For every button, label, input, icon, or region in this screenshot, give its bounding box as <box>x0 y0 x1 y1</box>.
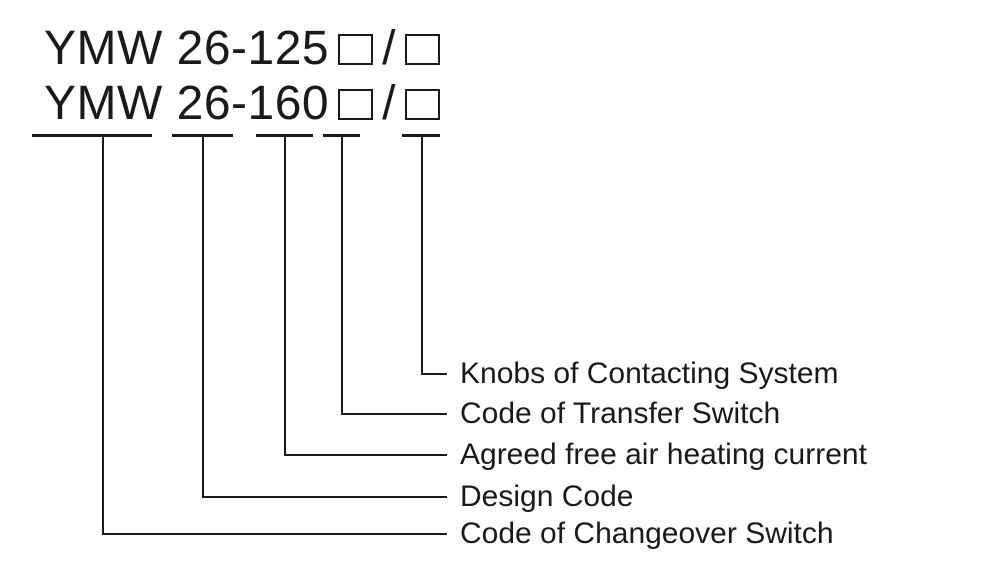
connector-horizontal-transfer <box>341 413 447 415</box>
model-code-1: YMW 26-125 <box>44 22 330 75</box>
placeholder-box <box>404 33 440 65</box>
model-slash: / <box>382 22 396 75</box>
connector-vertical-transfer <box>341 134 343 415</box>
placeholder-box <box>338 88 374 120</box>
model-line-2: YMW 26-160 / <box>44 79 440 129</box>
label-design-code: Design Code <box>460 480 634 513</box>
connector-vertical-changeover <box>102 134 104 535</box>
model-line-1: YMW 26-125 / <box>44 24 440 74</box>
label-agreed-free-air-heating-current: Agreed free air heating current <box>460 438 867 471</box>
underline-changeover-code <box>32 134 152 137</box>
label-code-of-transfer-switch: Code of Transfer Switch <box>460 397 781 430</box>
label-knobs-of-contacting-system: Knobs of Contacting System <box>460 357 839 390</box>
connector-horizontal-current <box>284 454 447 456</box>
connector-vertical-current <box>284 134 286 456</box>
connector-horizontal-design <box>202 496 447 498</box>
model-code-2: YMW 26-160 <box>44 77 330 130</box>
label-code-of-changeover-switch: Code of Changeover Switch <box>460 517 834 550</box>
placeholder-box <box>404 88 440 120</box>
connector-vertical-design <box>202 134 204 498</box>
connector-vertical-knobs <box>421 134 423 375</box>
connector-horizontal-knobs <box>421 373 447 375</box>
placeholder-box <box>338 33 374 65</box>
connector-horizontal-changeover <box>102 533 447 535</box>
model-slash: / <box>382 77 396 130</box>
